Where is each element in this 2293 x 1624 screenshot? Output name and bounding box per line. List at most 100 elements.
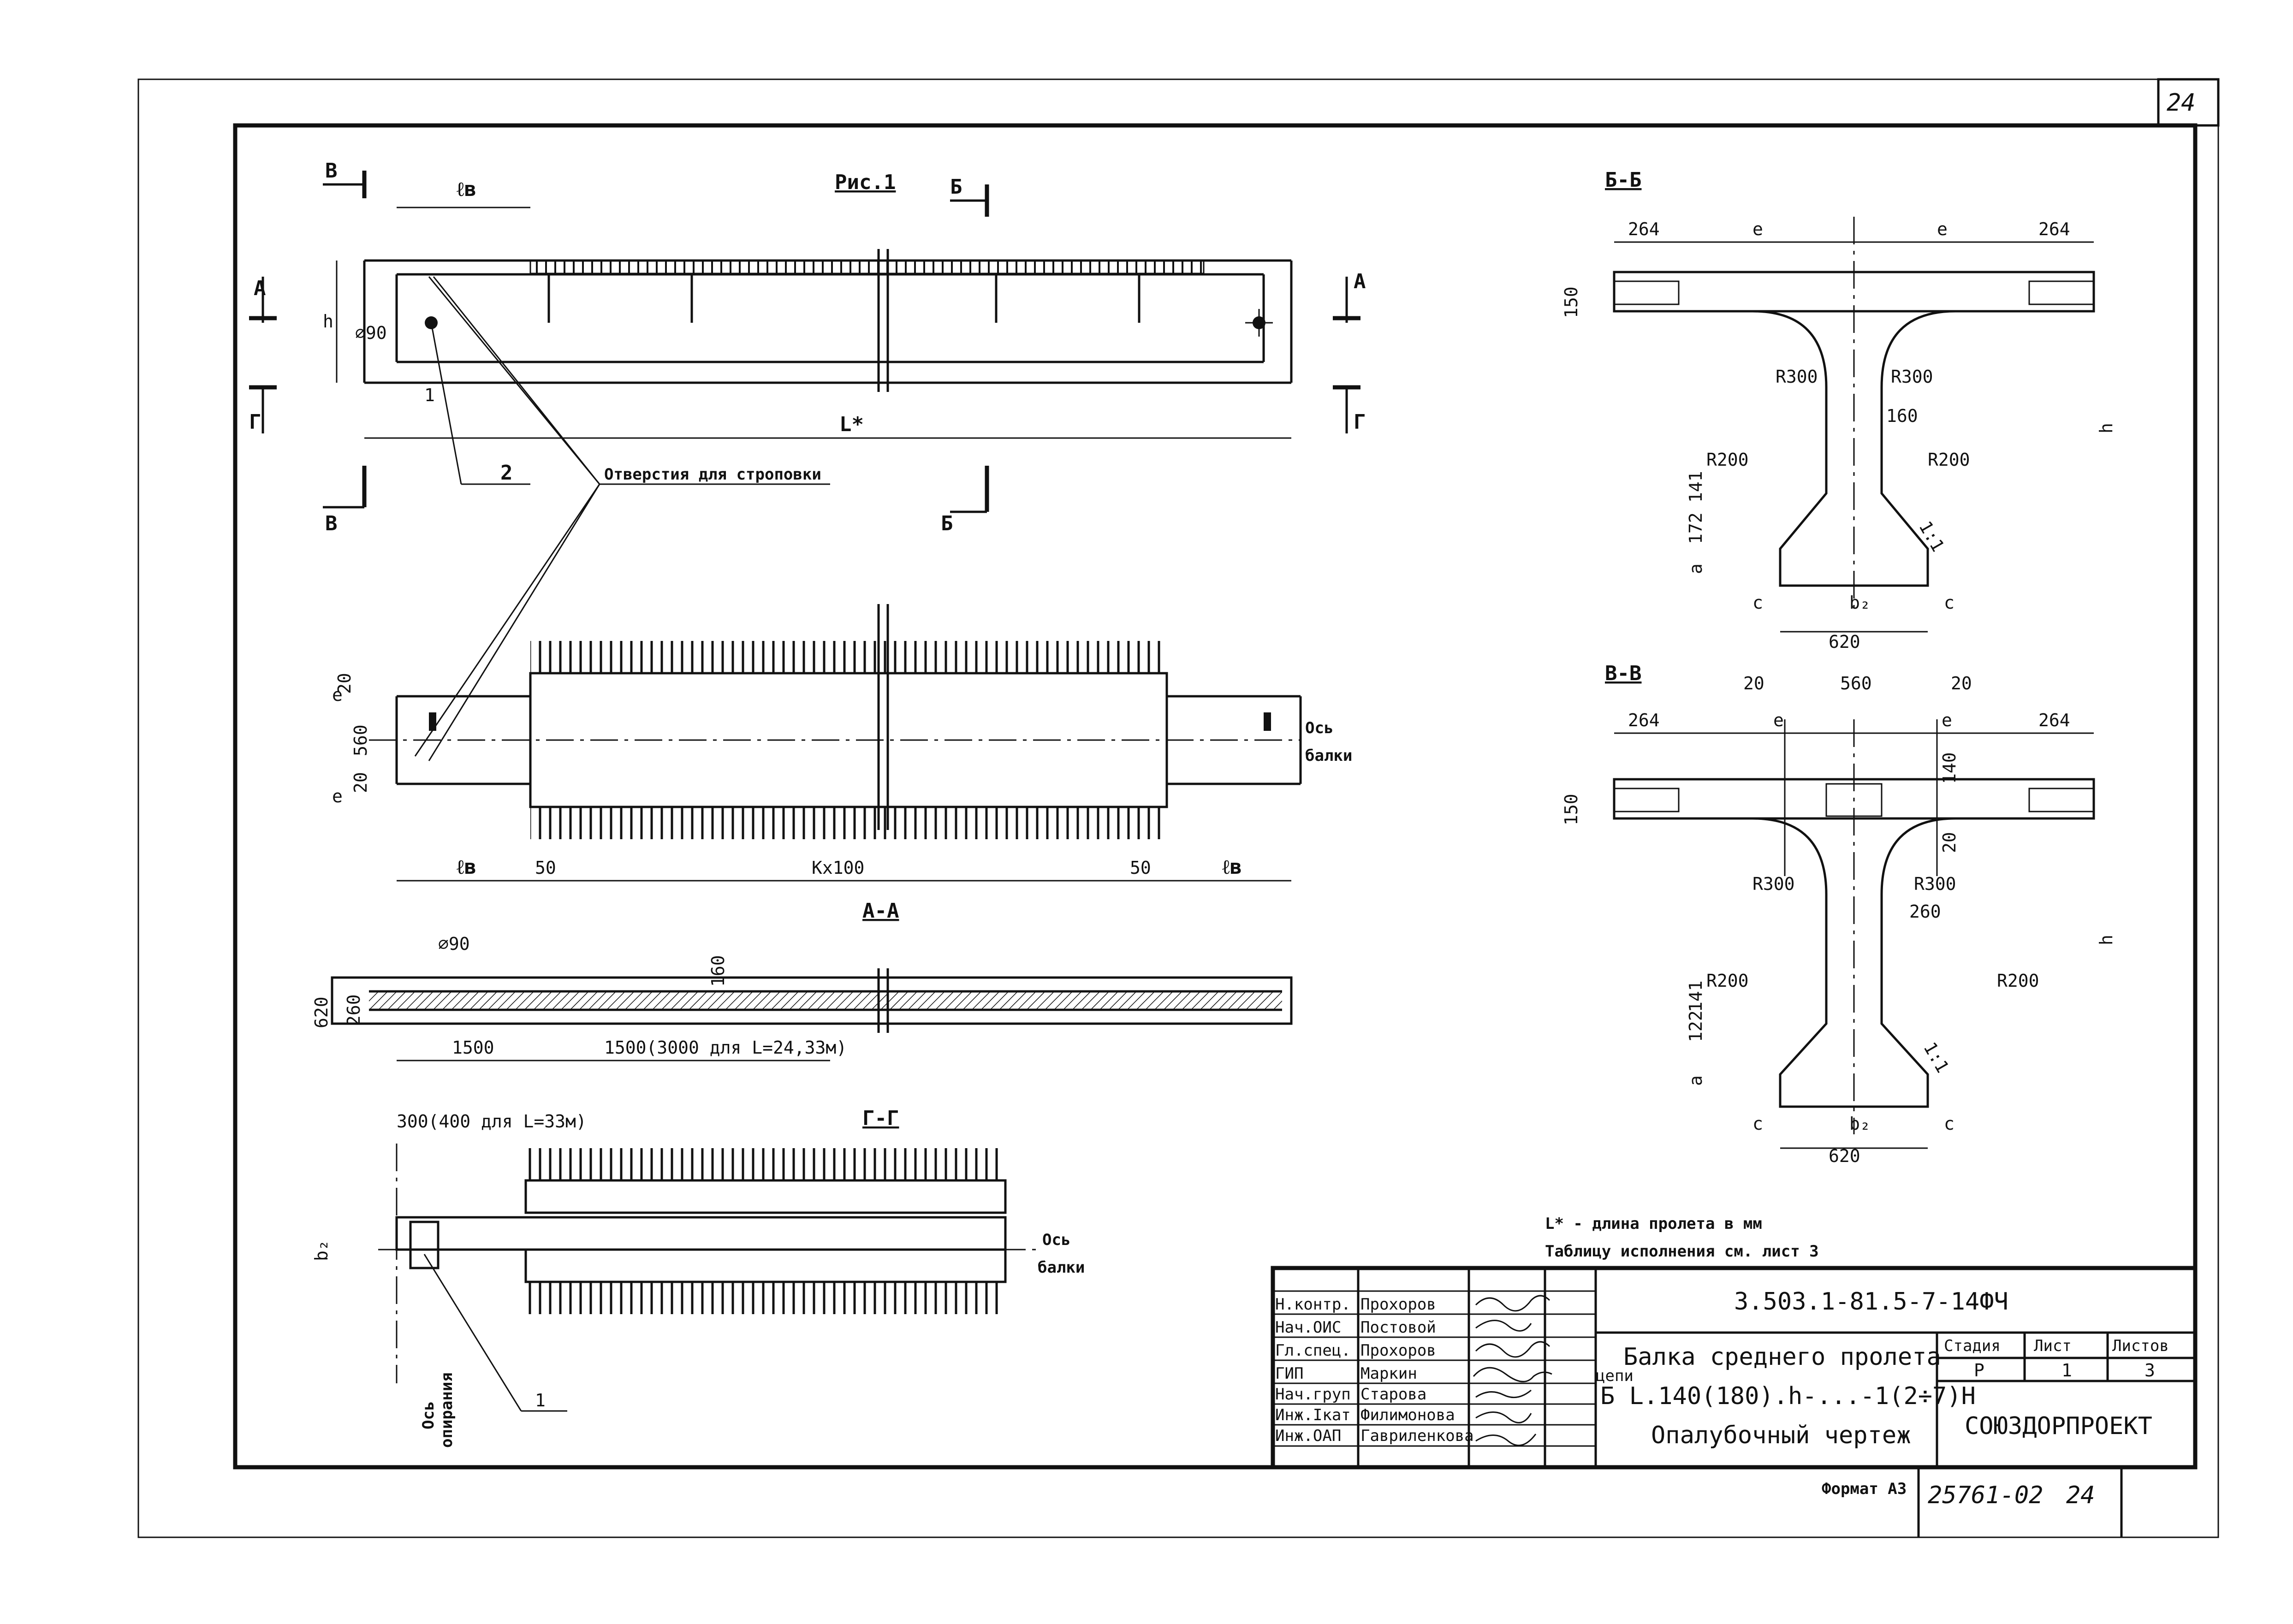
plan-axis-label-1: Ось xyxy=(1305,719,1333,737)
vv-r200-l: R200 xyxy=(1706,971,1749,991)
aa-dim-260: 260 xyxy=(344,994,364,1026)
vv-260: 260 xyxy=(1909,901,1941,922)
outer-frame xyxy=(137,78,2219,1538)
signature-scribbles xyxy=(1473,1295,1552,1446)
bb-160: 160 xyxy=(1886,406,1918,426)
gg-axis-label-2: балки xyxy=(1038,1258,1085,1277)
bb-264-r: 264 xyxy=(2038,219,2070,239)
svg-text:Б: Б xyxy=(941,512,953,535)
bb-e-l: e xyxy=(1752,219,1763,239)
tb-organization: СОЮЗДОРПРОЕКТ xyxy=(1965,1412,2152,1440)
lv-label-top: ℓв xyxy=(457,178,476,201)
section-vv-view xyxy=(1613,719,2095,1134)
vv-r300-r: R300 xyxy=(1914,874,1956,894)
staff-name: Гавриленкова xyxy=(1360,1427,1474,1445)
tb-name-prefix: цепи xyxy=(1596,1367,1634,1385)
staff-rows: Н.контр. Прохоров Нач.ОИС Постовой Гл.сп… xyxy=(1275,1295,1474,1445)
vv-620: 620 xyxy=(1829,1146,1860,1166)
gg-support-label-1: Ось xyxy=(419,1401,438,1429)
staff-role: Инж.ОАП xyxy=(1275,1427,1341,1445)
section-gg-title: Г-Г xyxy=(862,1107,899,1130)
section-mark-g-right: Г xyxy=(1333,385,1366,434)
lv-label-left: ℓв xyxy=(457,855,476,879)
vv-140: 140 xyxy=(1939,752,1960,784)
aa-dia: ⌀90 xyxy=(438,934,470,954)
section-mark-b-top: Б xyxy=(950,175,989,217)
tb-name-line-3: Опалубочный чертеж xyxy=(1651,1422,1911,1449)
tb-sheet: 1 xyxy=(2061,1360,2072,1381)
section-gg-view xyxy=(378,1144,1038,1383)
gg-support-label-2: опирания xyxy=(438,1372,456,1448)
lifting-holes-label: Отверстия для строповки xyxy=(604,465,821,484)
beam-side-view xyxy=(363,249,1293,392)
dim-e-2: e xyxy=(332,786,343,806)
lifting-holes-leaders xyxy=(414,276,830,761)
vv-141: 141 xyxy=(1686,980,1706,1012)
h-label: h xyxy=(323,311,333,332)
vv-r200-r: R200 xyxy=(1997,971,2039,991)
staff-name: Старова xyxy=(1360,1385,1426,1404)
staff-name: Филимонова xyxy=(1360,1406,1455,1424)
svg-text:Г: Г xyxy=(249,410,261,434)
section-mark-b-bottom: Б xyxy=(941,466,989,535)
bb-c-l: c xyxy=(1752,593,1763,613)
dim-kx100: Kx100 xyxy=(812,858,864,878)
section-mark-a-left: А xyxy=(249,277,277,323)
section-bb-title: Б-Б xyxy=(1605,168,1641,192)
title-block-grid xyxy=(1271,1266,2198,1537)
staff-name: Маркин xyxy=(1360,1364,1417,1383)
bb-141: 141 xyxy=(1686,471,1706,503)
section-mark-v-bottom: В xyxy=(323,466,367,535)
dim-560: 560 xyxy=(350,724,371,756)
aa-dim-1500-3000: 1500(3000 для L=24,33м) xyxy=(604,1037,847,1058)
bb-172: 172 xyxy=(1686,512,1706,544)
dim-e-1: e xyxy=(332,685,343,705)
bb-b2: b₂ xyxy=(1849,593,1871,613)
vv-a: a xyxy=(1686,1075,1706,1086)
staff-role: Нач.груп xyxy=(1275,1385,1351,1404)
doc-number: 25761-02 xyxy=(1928,1482,2043,1509)
staff-role: Нач.ОИС xyxy=(1275,1318,1341,1337)
section-aa-view xyxy=(331,968,1293,1033)
section-vv-title: В-В xyxy=(1605,662,1641,685)
callout-2: 2 xyxy=(500,461,513,485)
gg-dim-300: 300(400 для L=33м) xyxy=(397,1111,587,1132)
tb-sheets: 3 xyxy=(2144,1360,2155,1381)
bb-r200-l: R200 xyxy=(1706,450,1749,470)
vv-20-l: 20 xyxy=(1743,673,1764,693)
svg-text:Г: Г xyxy=(1354,410,1366,434)
vv-b2: b₂ xyxy=(1849,1114,1871,1134)
tb-stage-header: Стадия xyxy=(1944,1337,2001,1355)
vv-r300-l: R300 xyxy=(1752,874,1795,894)
inner-frame xyxy=(233,123,2198,1470)
vv-264-l: 264 xyxy=(1628,710,1660,730)
tb-name-line-2: Б L.140(180).h-...-1(2÷7)H xyxy=(1600,1382,1976,1410)
section-aa-title: А-А xyxy=(862,899,899,923)
tb-sheet-header: Лист xyxy=(2034,1337,2072,1355)
bb-e-r: e xyxy=(1937,219,1948,239)
page-number: 24 xyxy=(2167,89,2196,117)
bb-slope: 1:1 xyxy=(1915,518,1948,555)
tb-sheets-header: Листов xyxy=(2112,1337,2169,1355)
section-mark-g-left: Г xyxy=(249,385,277,434)
svg-text:В: В xyxy=(325,512,338,535)
dim-20-1: 20 xyxy=(334,673,355,694)
bb-264-l: 264 xyxy=(1628,219,1660,239)
vv-20-r: 20 xyxy=(1951,673,1972,693)
lv-label-right: ℓв xyxy=(1222,855,1242,879)
format-note: Формат А3 xyxy=(1822,1480,1907,1498)
note-2: Таблицу исполнения см. лист 3 xyxy=(1545,1242,1819,1261)
doc-sheet: 24 xyxy=(2066,1482,2095,1509)
vv-560: 560 xyxy=(1840,673,1872,693)
vv-c-l: c xyxy=(1752,1114,1763,1134)
svg-text:А: А xyxy=(1354,270,1366,293)
staff-role: ГИП xyxy=(1275,1364,1303,1383)
vv-e-r: e xyxy=(1942,710,1952,730)
figure-title: Рис.1 xyxy=(835,171,896,194)
staff-name: Прохоров xyxy=(1360,1295,1436,1314)
svg-text:Б: Б xyxy=(950,175,962,199)
page-number-box xyxy=(2157,78,2220,127)
section-mark-a-right: А xyxy=(1333,270,1366,323)
bb-h: h xyxy=(2096,423,2116,433)
